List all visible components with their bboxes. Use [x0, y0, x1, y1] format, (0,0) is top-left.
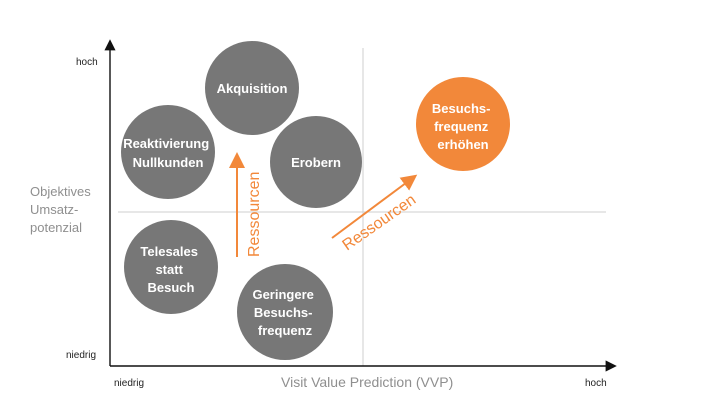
bubble-label: Telesales statt Besuch: [140, 244, 201, 295]
bubble-besuchsfrequenz-erhoehen: Besuchs- frequenz erhöhen: [416, 77, 510, 171]
bubble-shape: [416, 77, 510, 171]
x-axis-title: Visit Value Prediction (VVP): [281, 374, 453, 390]
bubble-erobern: Erobern: [270, 116, 362, 208]
y-axis-title-line: potenzial: [30, 220, 82, 235]
bubble-label-line: Telesales: [140, 244, 198, 259]
bubble-label-line: Besuch: [148, 280, 195, 295]
bubble-shape: [237, 264, 333, 360]
bubble-label: Geringere Besuchs- frequenz: [252, 287, 317, 338]
bubble-label-line: frequenz: [258, 323, 313, 338]
bubble-label: Akquisition: [217, 81, 288, 96]
bubble-label-line: statt: [155, 262, 183, 277]
x-axis-left-label: niedrig: [114, 378, 144, 389]
bubble-shape: [121, 105, 215, 199]
bubble-label: Besuchs- frequenz erhöhen: [432, 101, 494, 152]
vertical-resource-label: Ressourcen: [246, 172, 263, 257]
bubble-reaktivierung-nullkunden: Reaktivierung Nullkunden: [121, 105, 215, 199]
bubble-geringere-besuchsfrequenz: Geringere Besuchs- frequenz: [237, 264, 333, 360]
y-axis-title: Objektives Umsatz- potenzial: [30, 184, 94, 235]
bubble-label-line: erhöhen: [437, 137, 488, 152]
y-axis-title-line: Umsatz-: [30, 202, 78, 217]
bubble-label-line: Besuchs-: [254, 305, 313, 320]
y-axis-title-line: Objektives: [30, 184, 91, 199]
bubble-label-line: Besuchs-: [432, 101, 491, 116]
bubble-label: Erobern: [291, 155, 341, 170]
bubble-label-line: Geringere: [252, 287, 313, 302]
bubble-label-line: frequenz: [434, 119, 489, 134]
bubble-telesales-statt-besuch: Telesales statt Besuch: [124, 220, 218, 314]
bubble-shape: [205, 41, 299, 135]
bubble-akquisition: Akquisition: [205, 41, 299, 135]
bubble-label-line: Nullkunden: [133, 155, 204, 170]
bubble-label-line: Erobern: [291, 155, 341, 170]
y-axis-top-label: hoch: [76, 57, 98, 68]
x-axis-right-label: hoch: [585, 378, 607, 389]
diagonal-resource-arrow: [331, 174, 418, 239]
bubble-label-line: Reaktivierung: [123, 136, 209, 151]
y-axis-bottom-label: niedrig: [66, 350, 96, 361]
bubble-shape: [124, 220, 218, 314]
bubble-label-line: Akquisition: [217, 81, 288, 96]
bubble-shape: [270, 116, 362, 208]
bubble-label: Reaktivierung Nullkunden: [123, 136, 213, 170]
